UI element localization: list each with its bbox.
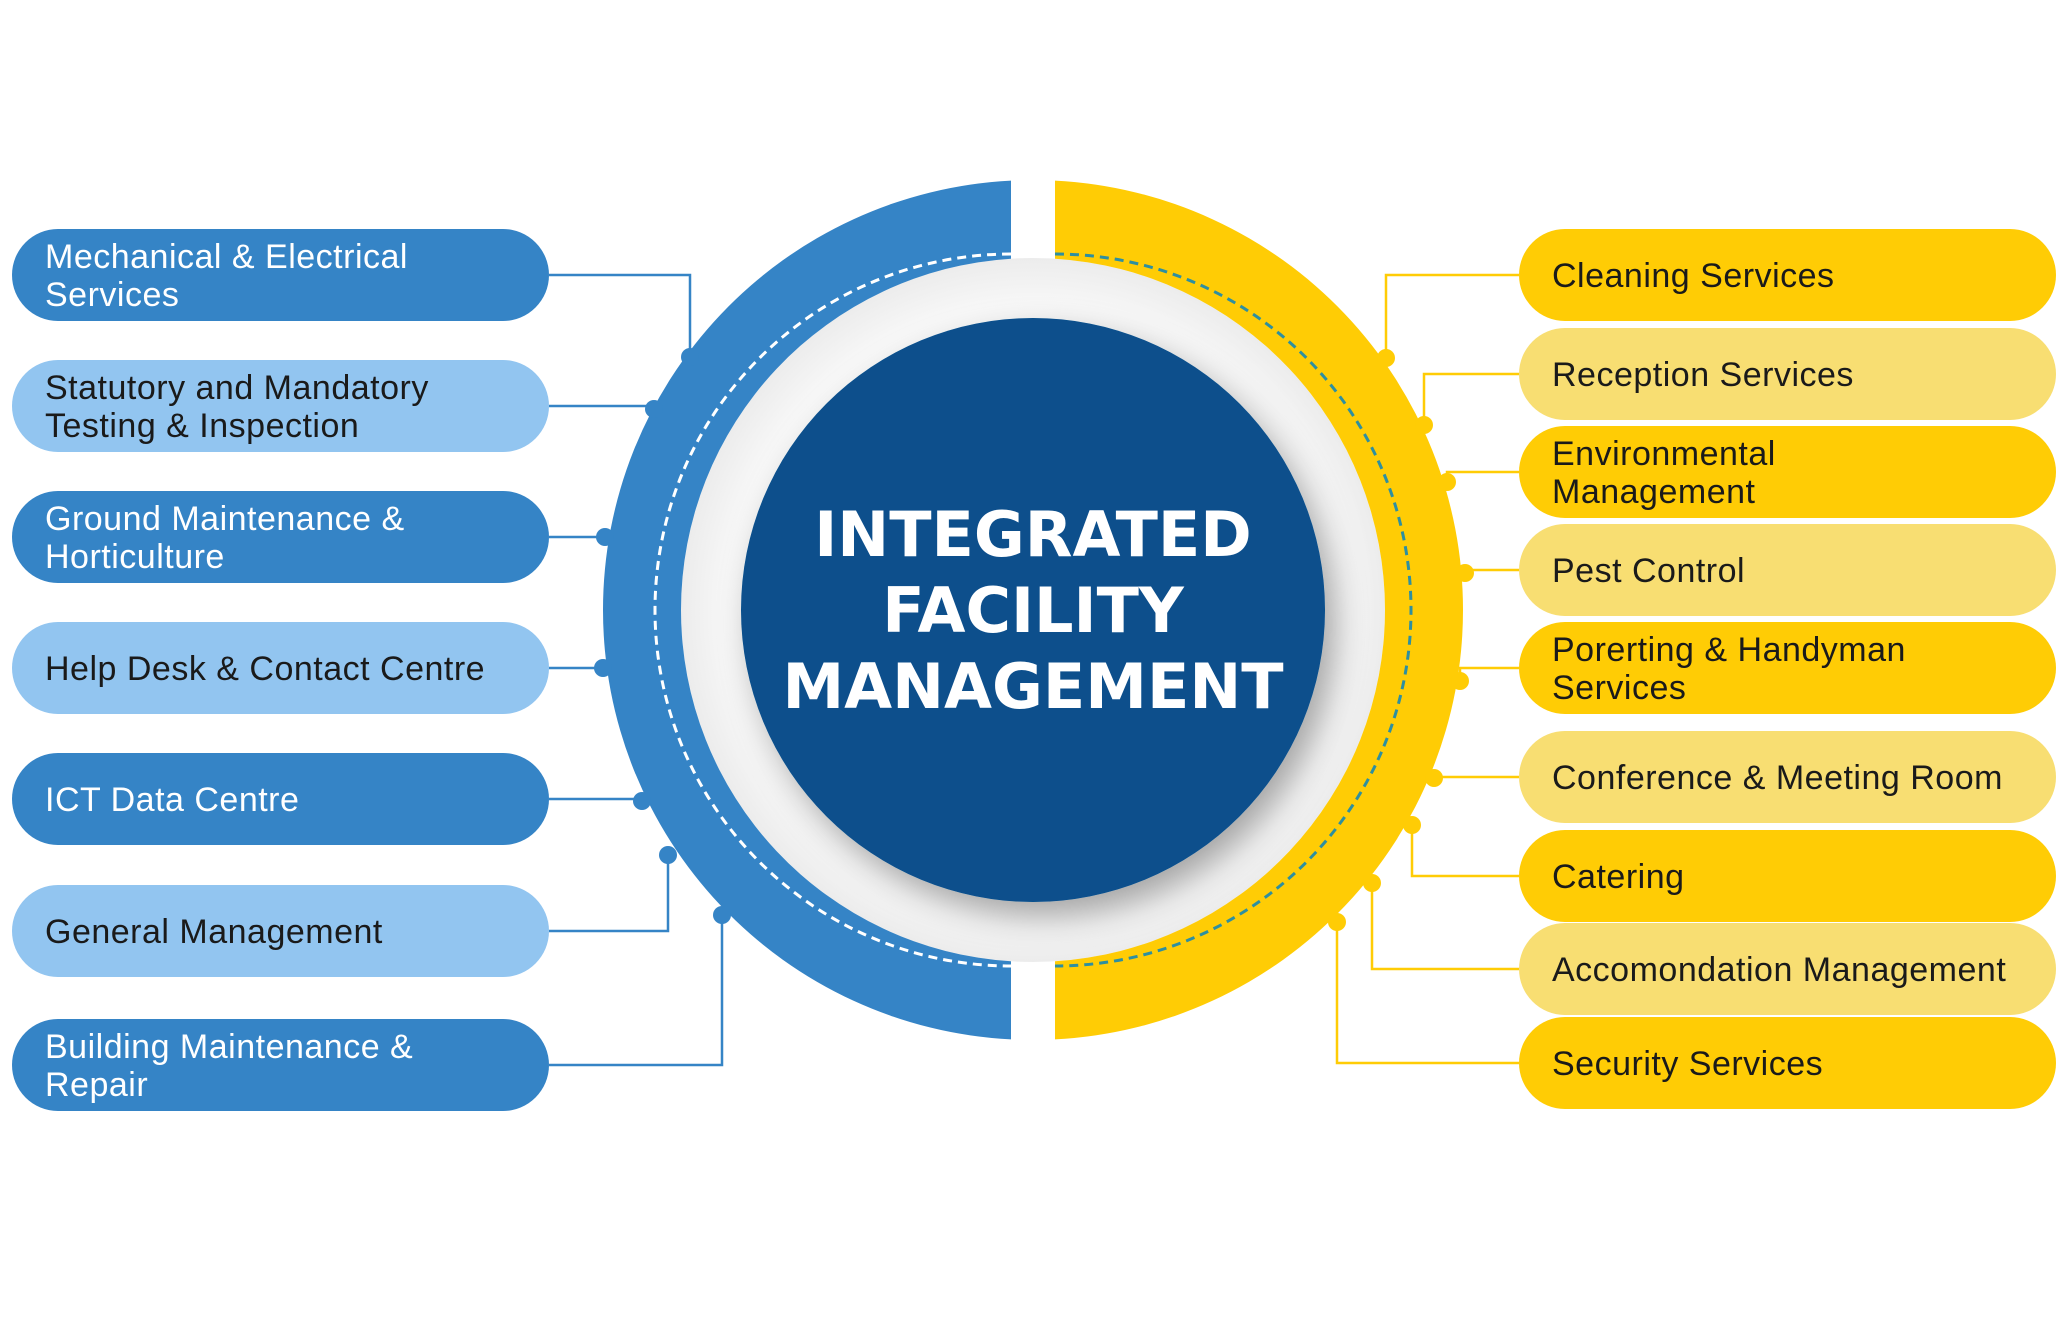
connector-dot [1415,416,1433,434]
connector-line [549,404,656,409]
service-pill [12,753,549,845]
service-label: Mechanical & Electrical [45,238,408,276]
service-label: Management [1552,473,1756,511]
service-pill [12,1019,549,1111]
right-item-pest-control: Pest Control [1519,524,2056,616]
connector-dot [594,659,612,677]
service-label: Ground Maintenance & [45,500,405,538]
service-pill [12,885,549,977]
connector-dot [1451,672,1469,690]
connector-dots [594,348,1474,931]
connector-dot [633,792,651,810]
service-pill [12,622,549,714]
service-pill [12,229,549,321]
service-label: Security Services [1552,1045,1823,1083]
connector-line [1458,666,1519,681]
connector-dot [1456,564,1474,582]
yellow-half-ring [1055,180,1464,1040]
connector-line [1370,883,1519,971]
service-pill [12,491,549,583]
connector-dot [681,348,699,366]
left-item-ict-data-centre: ICT Data Centre [12,753,549,845]
center-disc [741,318,1325,902]
dotted-ring-right [1054,252,1413,968]
dotted-ring-left [653,252,1012,968]
connector-line [1335,922,1519,1065]
service-pill [1519,426,2056,518]
connector-dot [1403,816,1421,834]
service-label: Statutory and Mandatory [45,369,429,407]
connector-line [549,915,724,1067]
service-label: Accomondation Management [1552,951,2006,989]
service-label: General Management [45,913,383,951]
right-item-cleaning-services: Cleaning Services [1519,229,2056,321]
connector-dot [1438,473,1456,491]
service-pill [1519,622,2056,714]
service-label: Cleaning Services [1552,257,1835,295]
service-label: Building Maintenance & [45,1028,413,1066]
connector-line [1384,273,1519,358]
left-item-ground-maintenance-and-horticulture: Ground Maintenance &Horticulture [12,491,549,583]
service-label: Conference & Meeting Room [1552,759,2003,797]
right-item-security-services: Security Services [1519,1017,2056,1109]
center-title-line: FACILITY [882,574,1185,647]
center-title-line: INTEGRATED [814,498,1252,571]
connector-line [549,855,670,933]
service-label: Horticulture [45,538,225,576]
connector-line [549,273,692,357]
service-label: Repair [45,1066,148,1104]
connector-dot [645,400,663,418]
service-label: Services [1552,669,1686,707]
connector-line [1445,470,1519,482]
connector-dot [1425,769,1443,787]
service-label: Environmental [1552,435,1776,473]
left-item-general-management: General Management [12,885,549,977]
right-item-catering: Catering [1519,830,2056,922]
service-pill [12,360,549,452]
service-pill [1519,830,2056,922]
service-label: Reception Services [1552,356,1854,394]
blue-half-ring [602,180,1011,1040]
service-pill [1519,229,2056,321]
service-label: Services [45,276,179,314]
connector-dot [1377,349,1395,367]
service-label: Testing & Inspection [45,407,359,445]
service-pill [1519,923,2056,1015]
service-label: ICT Data Centre [45,781,299,819]
right-item-accomondation-management: Accomondation Management [1519,923,2056,1015]
connector-line [1432,775,1519,779]
connector-dot [1363,874,1381,892]
connector-dot [713,906,731,924]
service-pill [1519,731,2056,823]
center-title-line: MANAGEMENT [782,650,1283,723]
service-label: Pest Control [1552,552,1745,590]
service-pill [1519,524,2056,616]
left-service-list: Mechanical & ElectricalServicesStatutory… [12,229,549,1111]
service-label: Help Desk & Contact Centre [45,650,485,688]
left-item-help-desk-and-contact-centre: Help Desk & Contact Centre [12,622,549,714]
service-label: Porerting & Handyman [1552,631,1906,669]
service-pill [1519,1017,2056,1109]
connector-dot [1328,913,1346,931]
connector-line [549,797,644,801]
connector-line [1410,825,1519,878]
connector-dot [659,846,677,864]
right-item-conference-and-meeting-room: Conference & Meeting Room [1519,731,2056,823]
connector-dot [596,528,614,546]
connector-line [1422,372,1519,425]
right-item-reception-services: Reception Services [1519,328,2056,420]
service-label: Catering [1552,858,1685,896]
service-pill [1519,328,2056,420]
left-item-building-maintenance-and-repair: Building Maintenance &Repair [12,1019,549,1111]
